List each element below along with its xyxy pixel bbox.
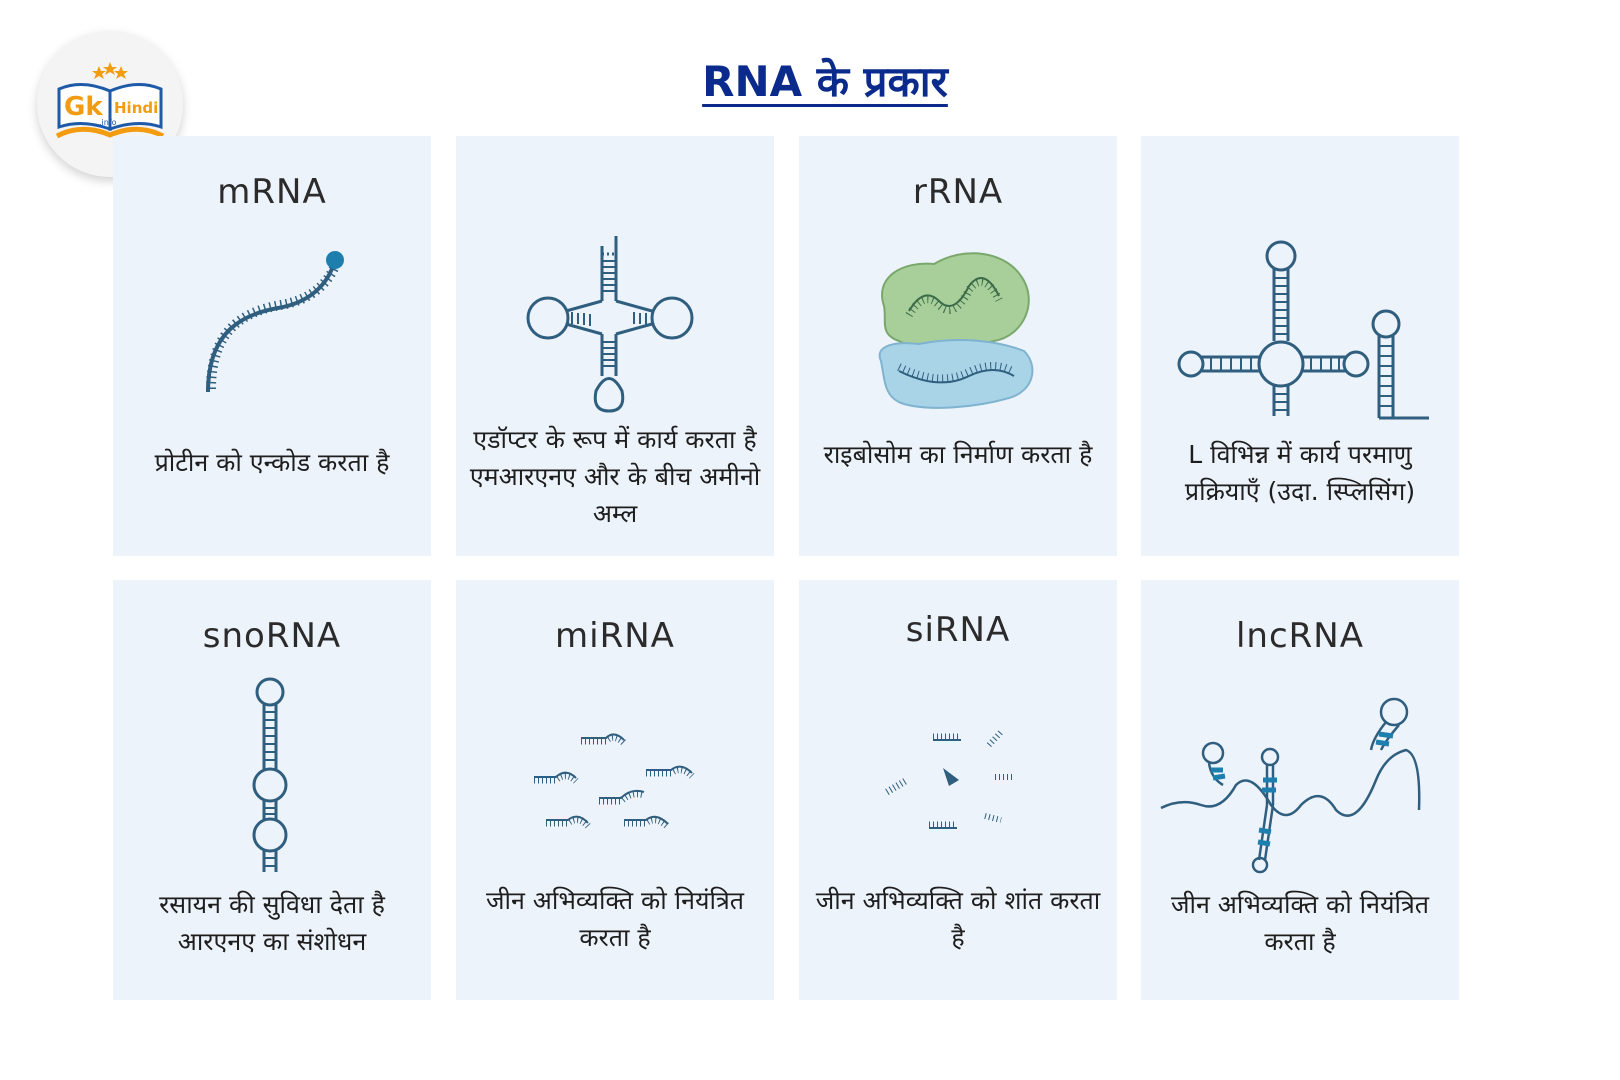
svg-text:Gk: Gk [64,92,103,122]
card-sirna: siRNA जीन अभिव्यक्ति को शांत करता है [799,580,1117,1000]
card-rrna: rRNA राइबोसोम का निर्माण करता है [799,136,1117,556]
card-description: जीन अभिव्यक्ति को शांत करता है [815,886,1101,952]
trna-cloverleaf-icon [526,236,694,413]
lncrna-strand-icon [1160,697,1421,874]
card-title: miRNA [555,616,675,656]
card-description: प्रोटीन को एन्कोड करता है [154,448,390,477]
card-lncrna: lncRNA जीन अभिव्यक्ति को नियंत्रित करता … [1141,580,1459,1000]
book-icon: Gk Hindi .info [55,62,165,139]
page-title: RNA के प्रकार [702,57,948,106]
ribosome-icon [878,252,1034,409]
card-description: L विभिन्न में कार्य परमाणु प्रक्रियाएँ (… [1184,440,1416,506]
card-description: रसायन की सुविधा देता है आरएनए का संशोधन [159,890,385,956]
card-title: lncRNA [1235,616,1364,656]
card-snrna: L विभिन्न में कार्य परमाणु प्रक्रियाएँ (… [1141,136,1459,556]
sirna-fragments-icon [885,729,1013,829]
snrna-structure-icon [1177,240,1429,420]
card-description: एडॉप्टर के रूप में कार्य करता है एमआरएनए… [469,425,761,528]
card-snorna: snoRNA रसायन की सुविधा देता है आरएनए का … [113,580,431,1000]
card-trna: एडॉप्टर के रूप में कार्य करता है एमआरएनए… [456,136,774,556]
card-title: snoRNA [202,616,342,656]
card-description: जीन अभिव्यक्ति को नियंत्रित करता है [485,886,745,952]
gkhindi-logo: Gk Hindi .info [37,31,183,177]
card-description: राइबोसोम का निर्माण करता है [823,440,1093,469]
card-title: mRNA [217,172,327,212]
snorna-hairpin-icon [252,677,288,872]
mrna-strand-icon [206,251,344,393]
svg-text:Hindi: Hindi [114,99,158,117]
card-mirna: miRNA जीन अभिव्यक्ति को नियंत्रित करता ह… [456,580,774,1000]
svg-text:.info: .info [99,118,117,127]
card-description: जीन अभिव्यक्ति को नियंत्रित करता है [1170,890,1430,956]
card-title: rRNA [912,172,1004,212]
card-mrna: mRNA प्रोटीन को एन्कोड करता है [113,136,431,556]
mirna-fragments-icon [534,733,695,830]
card-title: siRNA [905,610,1011,650]
